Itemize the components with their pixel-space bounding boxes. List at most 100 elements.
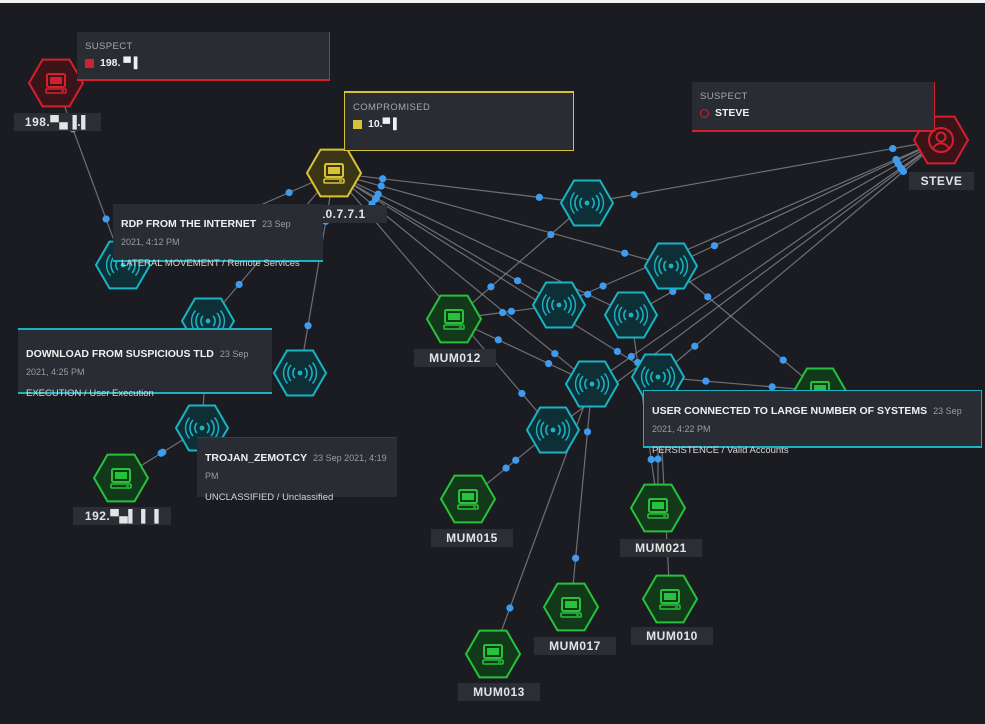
host-mum017-node[interactable] [542, 582, 600, 632]
alert-time: 23 Sep 2021, 4:22 PM [652, 406, 962, 434]
alert-technique: PERSISTENCE / Valid Accounts [652, 445, 789, 456]
node-label-mum010[interactable]: MUM010 [631, 627, 713, 645]
edge-marker [621, 249, 629, 257]
host-mum010-node[interactable] [641, 574, 699, 624]
edge-steve-p3 [558, 139, 942, 306]
alert-technique: LATERAL MOVEMENT / Remote Services [121, 258, 300, 269]
edge-marker [779, 356, 787, 364]
alert-node-7[interactable] [603, 291, 659, 339]
alert-node-4[interactable] [559, 179, 615, 227]
edge-steve-p6 [657, 139, 942, 378]
alert-node-8[interactable] [564, 360, 620, 408]
edge-marker [691, 342, 699, 350]
edge-marker [506, 604, 514, 612]
node-label-user-steve[interactable]: STEVE [909, 172, 974, 190]
alert-card-user-connected[interactable]: USER CONNECTED TO LARGE NUMBER OF SYSTEM… [643, 390, 982, 456]
edge-marker [518, 389, 526, 398]
edge-marker [159, 448, 167, 456]
edge-ip10-p6 [333, 172, 659, 378]
status-kind: SUSPECT [700, 91, 748, 102]
edge-marker [235, 280, 243, 289]
computer-icon [353, 119, 362, 129]
alert-time: 23 Sep 2021, 4:19 PM [205, 453, 387, 481]
edge-marker [613, 347, 621, 356]
alert-technique: EXECUTION / User Execution [26, 388, 154, 399]
node-label-mum021[interactable]: MUM021 [620, 539, 702, 557]
edge-marker [669, 287, 677, 296]
alert-node-9[interactable] [525, 406, 581, 454]
alert-title: USER CONNECTED TO LARGE NUMBER OF SYSTEM… [652, 405, 928, 417]
edge-marker [487, 283, 495, 291]
edge-marker [285, 188, 293, 197]
edge-marker [494, 336, 502, 344]
node-label-mum013[interactable]: MUM013 [458, 683, 540, 701]
status-kind: COMPROMISED [353, 102, 431, 113]
edge-marker [498, 308, 507, 317]
edge-marker [571, 554, 580, 562]
edge-marker [507, 307, 516, 315]
host-mum013-node[interactable] [464, 629, 522, 679]
alert-title: RDP FROM THE INTERNET [121, 218, 257, 230]
node-label-mum015[interactable]: MUM015 [431, 529, 513, 547]
status-value-row: 198. ▀ ▌ [85, 57, 321, 69]
host-mum012-node[interactable] [425, 294, 483, 344]
edge-marker [704, 293, 712, 301]
suspect-ip-node[interactable] [27, 58, 85, 108]
alert-node-6[interactable] [531, 281, 587, 329]
alert-time: 23 Sep 2021, 4:25 PM [26, 349, 249, 377]
node-label-mum017[interactable]: MUM017 [534, 637, 616, 655]
edge-ip10-p1 [333, 172, 588, 204]
edge-marker [102, 215, 110, 223]
edge-marker [599, 282, 607, 290]
edge-p6-g1 [657, 376, 821, 392]
edge-marker [512, 456, 520, 464]
edge-marker [627, 352, 635, 361]
edge-marker [547, 230, 555, 239]
node-label-host-192[interactable]: 192.▀▄▌ ▌▐ [73, 507, 171, 525]
host-mum015-node[interactable] [439, 474, 497, 524]
node-label-mum012[interactable]: MUM012 [414, 349, 496, 367]
alert-title: DOWNLOAD FROM SUSPICIOUS TLD [26, 348, 214, 360]
edge-marker [889, 144, 897, 153]
node-label-suspect-ip[interactable]: 198.▀▄▐.▌ [14, 113, 101, 131]
alert-title: TROJAN_ZEMOT.CY [205, 452, 308, 464]
host-mum021-node[interactable] [629, 483, 687, 533]
status-value: 198. ▀ ▌ [100, 57, 142, 69]
edge-p2-g1 [670, 265, 821, 392]
edge-ip10-p3 [333, 172, 560, 306]
edge-marker [551, 350, 559, 358]
edge-marker [304, 322, 312, 330]
status-value: 10.▀ ▌ [368, 118, 401, 130]
host-192-node[interactable] [92, 453, 150, 503]
status-card-suspect-user[interactable]: SUSPECT STEVE [692, 82, 935, 132]
alert-time: 23 Sep 2021, 4:12 PM [121, 219, 291, 247]
edge-marker [584, 290, 592, 298]
edge-marker [379, 175, 387, 183]
edge-marker [768, 383, 776, 391]
edge-marker [630, 190, 638, 199]
compromised-ip-node[interactable] [305, 148, 363, 198]
edge-marker [647, 455, 655, 464]
edge-steve-p5 [591, 139, 942, 385]
status-value-row: STEVE [700, 107, 926, 119]
status-value-row: 10.▀ ▌ [353, 118, 565, 130]
alert-node-3[interactable] [272, 349, 328, 397]
status-card-suspect-ip[interactable]: SUSPECT 198. ▀ ▌ [77, 32, 330, 81]
user-icon [700, 108, 709, 118]
edge-m012-p5 [453, 318, 593, 385]
edge-p1-m012 [453, 202, 588, 320]
status-value: STEVE [715, 107, 750, 119]
edge-marker [535, 193, 543, 201]
edge-marker [710, 242, 719, 250]
alert-node-5[interactable] [643, 242, 699, 290]
edge-marker [702, 377, 710, 385]
edge-marker [371, 195, 380, 203]
computer-icon [85, 58, 94, 68]
status-kind: SUSPECT [85, 41, 133, 52]
edge-marker [654, 455, 662, 463]
status-card-compromised-ip[interactable]: COMPROMISED 10.▀ ▌ [344, 91, 574, 151]
edge-marker [513, 277, 522, 285]
